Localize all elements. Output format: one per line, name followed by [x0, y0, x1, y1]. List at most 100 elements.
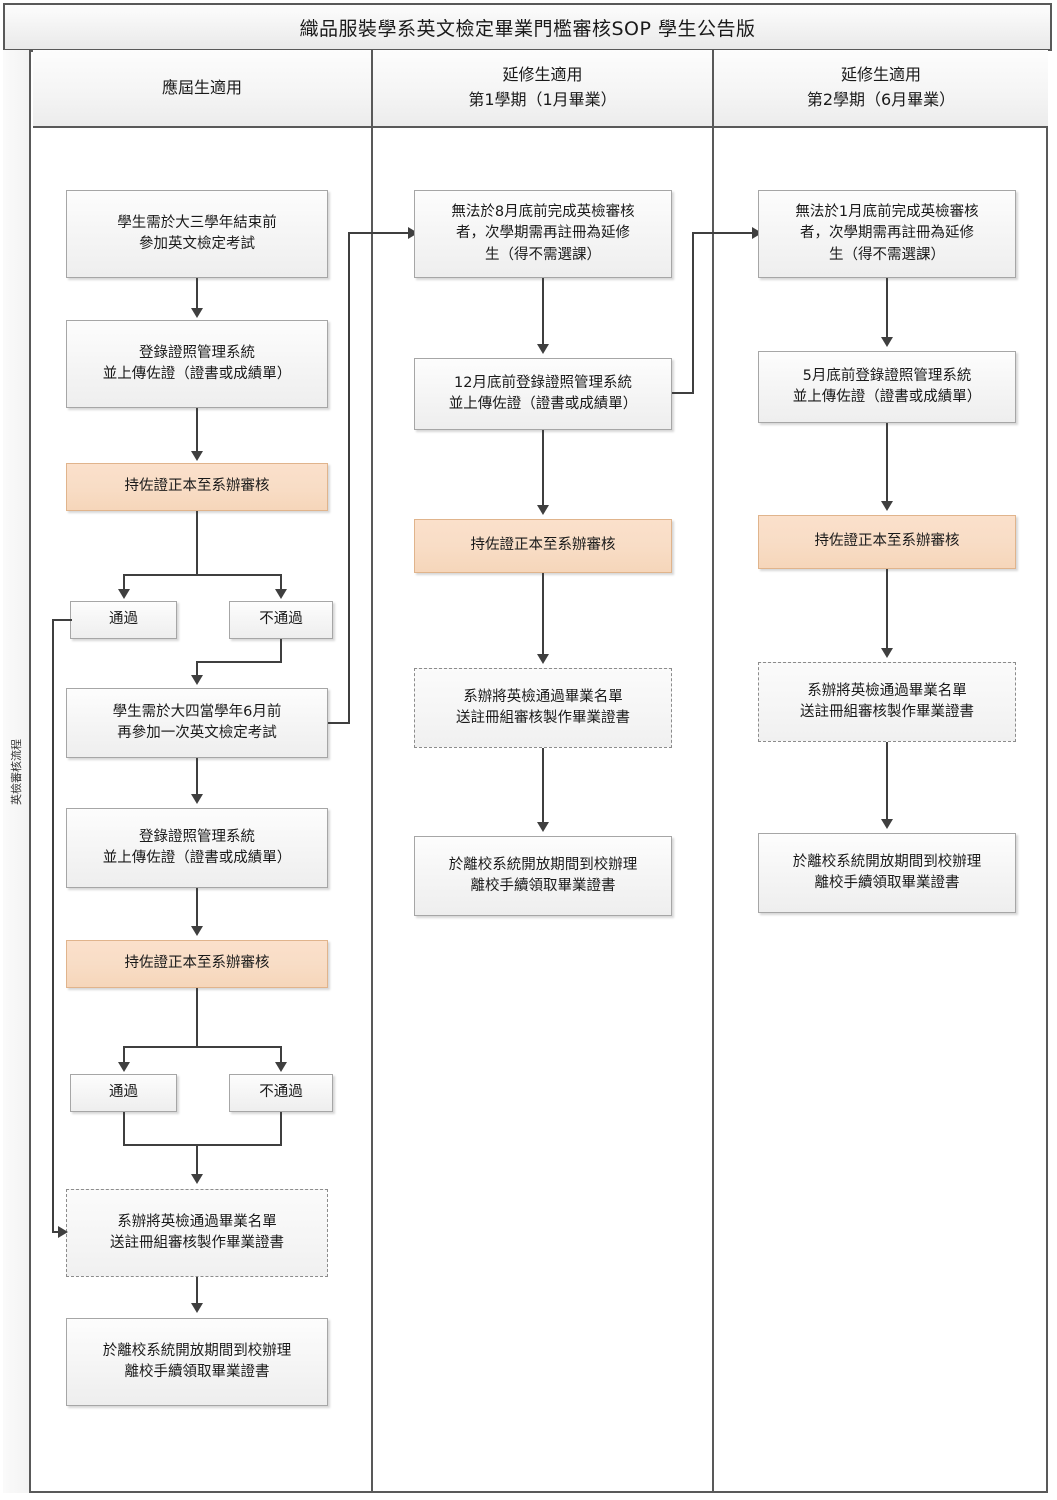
column-header-line1: 應屆生適用 [161, 77, 242, 97]
process-node: 於離校系統開放期間到校辦理離校手續領取畢業證書 [758, 833, 1016, 913]
connector [542, 573, 544, 656]
process-node-dashed: 系辦將英檢通過畢業名單送註冊組審核製作畢業證書 [414, 668, 672, 748]
node-text: 系辦將英檢通過畢業名單送註冊組審核製作畢業證書 [800, 682, 974, 720]
connector [692, 232, 756, 234]
column-header-current: 應屆生適用 [33, 50, 371, 128]
connector [52, 619, 72, 621]
connector [123, 1112, 125, 1146]
connector [542, 748, 544, 824]
process-node-highlight: 持佐證正本至系辦審核 [66, 940, 328, 988]
connector [123, 1046, 125, 1064]
arrow-head [118, 589, 130, 599]
connector [348, 232, 412, 234]
page-title-text: 織品服裝學系英文檢定畢業門檻審核SOP 學生公告版 [299, 17, 756, 40]
connector [123, 1144, 282, 1146]
node-text: 持佐證正本至系辦審核 [470, 537, 616, 554]
arrow-head [191, 675, 203, 685]
arrow-head [58, 1226, 68, 1238]
column-header-line2: 第1學期（1月畢業） [468, 90, 617, 109]
arrow-head [191, 451, 203, 461]
process-node-highlight: 持佐證正本至系辦審核 [414, 519, 672, 573]
connector [886, 423, 888, 503]
process-node: 學生需於大四當學年6月前再參加一次英文檢定考試 [66, 688, 328, 758]
lane-label: 英檢審核流程 [3, 50, 31, 1493]
connector [123, 574, 282, 576]
connector [196, 1277, 198, 1305]
connector [196, 661, 282, 663]
node-text: 學生需於大四當學年6月前再參加一次英文檢定考試 [112, 703, 282, 741]
connector [542, 278, 544, 346]
process-node-highlight: 持佐證正本至系辦審核 [758, 515, 1016, 569]
process-node: 12月底前登錄證照管理系統並上傳佐證（證書或成績單） [414, 358, 672, 430]
connector [328, 722, 350, 724]
arrow-head [191, 926, 203, 936]
connector [196, 278, 198, 310]
connector [196, 661, 198, 677]
process-node: 5月底前登錄證照管理系統並上傳佐證（證書或成績單） [758, 351, 1016, 423]
node-text: 5月底前登錄證照管理系統並上傳佐證（證書或成績單） [792, 367, 982, 405]
node-text: 於離校系統開放期間到校辦理離校手續領取畢業證書 [102, 1342, 292, 1380]
arrow-head [408, 227, 418, 239]
arrow-head [191, 1174, 203, 1184]
connector [196, 888, 198, 928]
arrow-head [881, 337, 893, 347]
connector [123, 574, 125, 591]
connector [52, 1231, 60, 1233]
connector [52, 619, 54, 1233]
arrow-head [881, 819, 893, 829]
node-text: 持佐證正本至系辦審核 [124, 478, 270, 495]
node-text: 不通過 [259, 611, 303, 628]
node-text: 登錄證照管理系統並上傳佐證（證書或成績單） [102, 828, 292, 866]
connector [280, 574, 282, 591]
node-text: 無法於8月底前完成英檢審核者，次學期需再註冊為延修生（得不需選課） [451, 204, 635, 263]
connector [196, 988, 198, 1048]
column-header-line1: 延修生適用 [502, 65, 583, 85]
connector [196, 758, 198, 796]
arrow-head [537, 822, 549, 832]
column-header-extended-sem2: 延修生適用 第2學期（6月畢業） [714, 50, 1048, 128]
process-node: 於離校系統開放期間到校辦理離校手續領取畢業證書 [414, 836, 672, 916]
page-title: 織品服裝學系英文檢定畢業門檻審核SOP 學生公告版 [3, 3, 1052, 51]
arrow-head [537, 505, 549, 515]
process-node: 學生需於大三學年結束前參加英文檢定考試 [66, 190, 328, 278]
node-text: 不通過 [259, 1084, 303, 1101]
connector [692, 232, 694, 394]
connector [196, 408, 198, 453]
connector [280, 1046, 282, 1064]
node-text: 登錄證照管理系統並上傳佐證（證書或成績單） [102, 344, 292, 382]
node-text: 12月底前登錄證照管理系統並上傳佐證（證書或成績單） [448, 374, 638, 412]
connector [196, 1144, 198, 1176]
arrow-head [118, 1062, 130, 1072]
column-divider-1 [371, 50, 373, 1493]
node-text: 通過 [109, 1084, 138, 1101]
decision-fail-node: 不通過 [229, 1074, 333, 1112]
arrow-head [537, 654, 549, 664]
connector [280, 1112, 282, 1146]
lane-label-text: 英檢審核流程 [10, 738, 23, 805]
arrow-head [191, 308, 203, 318]
connector [886, 278, 888, 339]
arrow-head [881, 648, 893, 658]
process-node: 登錄證照管理系統並上傳佐證（證書或成績單） [66, 808, 328, 888]
arrow-head [537, 344, 549, 354]
connector [196, 511, 198, 574]
node-text: 持佐證正本至系辦審核 [814, 533, 960, 550]
decision-fail-node: 不通過 [229, 601, 333, 639]
node-text: 持佐證正本至系辦審核 [124, 955, 270, 972]
connector [542, 430, 544, 507]
node-text: 通過 [109, 611, 138, 628]
arrow-head [191, 794, 203, 804]
connector [123, 1046, 282, 1048]
process-node: 登錄證照管理系統並上傳佐證（證書或成績單） [66, 320, 328, 408]
connector [348, 232, 350, 724]
process-node: 於離校系統開放期間到校辦理離校手續領取畢業證書 [66, 1318, 328, 1406]
connector [280, 639, 282, 663]
arrow-head [191, 1303, 203, 1313]
connector [886, 742, 888, 821]
process-node-dashed: 系辦將英檢通過畢業名單送註冊組審核製作畢業證書 [66, 1189, 328, 1277]
process-node: 無法於1月底前完成英檢審核者，次學期需再註冊為延修生（得不需選課） [758, 190, 1016, 278]
node-text: 系辦將英檢通過畢業名單送註冊組審核製作畢業證書 [110, 1213, 284, 1251]
decision-pass-node: 通過 [70, 1074, 177, 1112]
decision-pass-node: 通過 [70, 601, 177, 639]
